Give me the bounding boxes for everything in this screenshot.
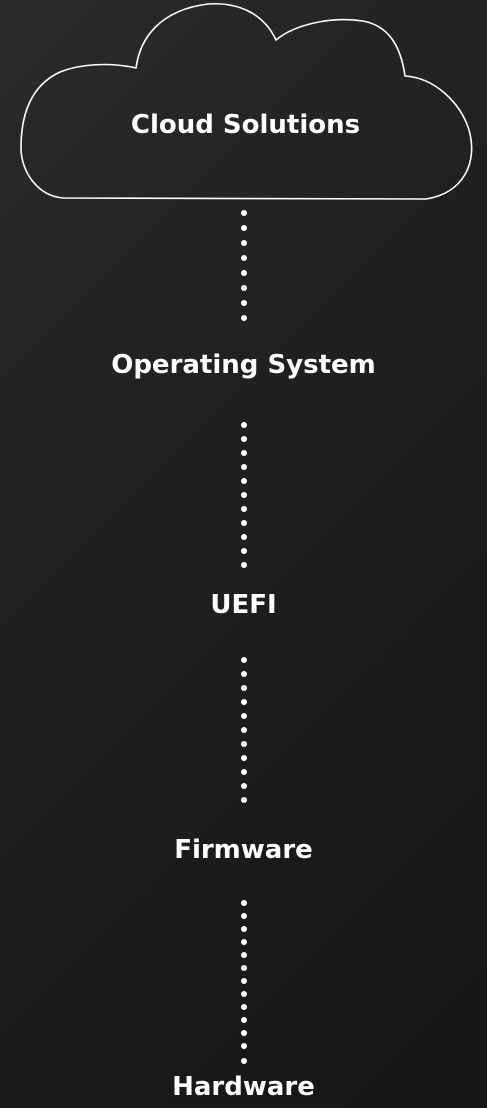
connector-dot <box>241 991 247 997</box>
connector-dot <box>241 699 247 705</box>
connector-dot <box>241 713 247 719</box>
connector-dot <box>241 315 247 321</box>
connector-dot <box>241 422 247 428</box>
connector-dot <box>241 1017 247 1023</box>
connector-dot <box>241 285 247 291</box>
connector-dot <box>241 270 247 276</box>
connector-dot <box>241 255 247 261</box>
connector-dot <box>241 939 247 945</box>
connector-dot <box>241 755 247 761</box>
connector-dot <box>241 300 247 306</box>
connector-dot <box>241 1004 247 1010</box>
connector-dot <box>241 1030 247 1036</box>
connector-dot <box>241 913 247 919</box>
connector-dot <box>241 1043 247 1049</box>
connector-cloud-to-os <box>241 210 247 335</box>
connector-dot <box>241 450 247 456</box>
connector-dot <box>241 562 247 568</box>
connector-dot <box>241 900 247 906</box>
firmware-label: Firmware <box>174 835 313 865</box>
connector-dot <box>241 520 247 526</box>
connector-uefi-to-firmware <box>241 657 247 809</box>
connector-dot <box>241 548 247 554</box>
connector-dot <box>241 952 247 958</box>
cloud-solutions-label: Cloud Solutions <box>130 110 361 140</box>
connector-dot <box>241 240 247 246</box>
connector-dot <box>241 506 247 512</box>
connector-dot <box>241 783 247 789</box>
cloud-shape <box>18 0 473 205</box>
hardware-label: Hardware <box>172 1072 315 1102</box>
connector-dot <box>241 769 247 775</box>
connector-dot <box>241 210 247 216</box>
connector-dot <box>241 727 247 733</box>
connector-dot <box>241 797 247 803</box>
connector-dot <box>241 671 247 677</box>
connector-dot <box>241 657 247 663</box>
connector-dot <box>241 464 247 470</box>
connector-dot <box>241 534 247 540</box>
operating-system-label: Operating System <box>111 350 376 380</box>
connector-dot <box>241 492 247 498</box>
connector-dot <box>241 1058 247 1064</box>
connector-dot <box>241 926 247 932</box>
connector-dot <box>241 685 247 691</box>
connector-firmware-to-hardware <box>241 900 247 1070</box>
connector-dot <box>241 741 247 747</box>
connector-dot <box>241 978 247 984</box>
connector-dot <box>241 225 247 231</box>
uefi-label: UEFI <box>210 590 277 620</box>
connector-dot <box>241 436 247 442</box>
connector-dot <box>241 965 247 971</box>
connector-dot <box>241 478 247 484</box>
connector-os-to-uefi <box>241 422 247 572</box>
